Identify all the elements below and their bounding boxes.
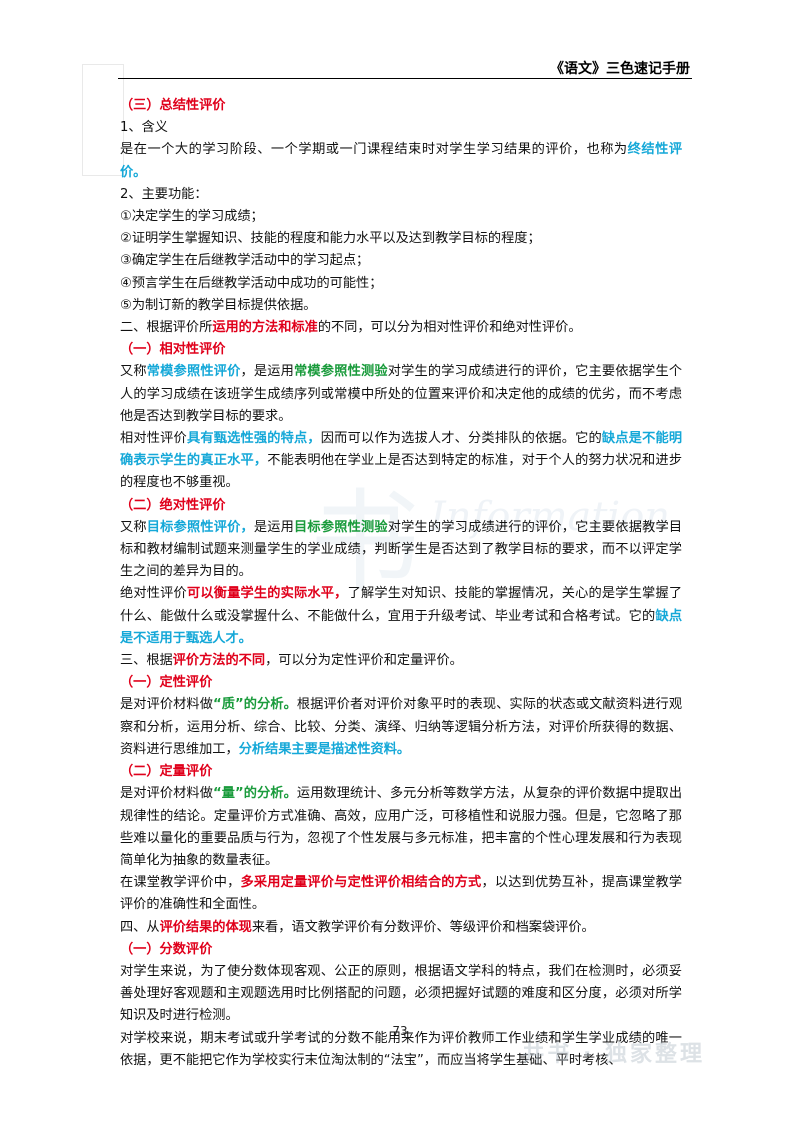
paragraph: 1、含义: [120, 120, 168, 136]
paragraph: 绝对性评价可以衡量学生的实际水平，了解学生对知识、技能的掌握情况，关心的是学生掌…: [120, 586, 683, 646]
paragraph: 对学校来说，期末考试或升学考试的分数不能用来作为评价教师工作业绩和学生学业成绩的…: [120, 1030, 682, 1068]
page-number: 73: [392, 1024, 408, 1038]
logo-watermark: [82, 64, 124, 176]
list-item: ④预言学生在后继教学活动中成功的可能性；: [120, 275, 383, 291]
paragraph: 对学生来说，为了使分数体现客观、公正的原则，根据语文学科的特点，我们在检测时，必…: [120, 963, 682, 1024]
paragraph: 是对评价材料做“质”的分析。根据评价者对评价对象平时的表现、实际的状态或文献资料…: [120, 697, 683, 757]
list-item: ①决定学生的学习成绩；: [120, 209, 264, 225]
section-heading: （三）总结性评价: [120, 98, 226, 113]
list-item: ②证明学生掌握知识、技能的程度和能力水平以及达到教学目标的程度；: [120, 231, 541, 247]
list-item: ③确定学生在后继教学活动中的学习起点；: [120, 253, 370, 269]
section-heading: 三、根据评价方法的不同，可以分为定性评价和定量评价。: [120, 653, 463, 669]
subsection-heading: （一）分数评价: [120, 941, 213, 957]
subsection-heading: （一）定性评价: [120, 675, 213, 691]
paragraph: 是对评价材料做“量”的分析。运用数理统计、多元分析等数学方法，从复杂的评价数据中…: [120, 786, 683, 868]
list-item: ⑤为制订新的教学目标提供依据。: [120, 297, 317, 313]
section-heading: 四、从评价结果的体现来看，语文教学评价有分数评价、等级评价和档案袋评价。: [120, 919, 595, 935]
paragraph: 是在一个大的学习阶段、一个学期或一门课程结束时对学生学习结果的评价，也称为终结性…: [120, 142, 683, 180]
paragraph: 2、主要功能：: [120, 186, 208, 202]
paragraph: 又称常模参照性评价，是运用常模参照性测验对学生的学习成绩进行的评价，它主要依据学…: [120, 364, 683, 424]
header-rule: [118, 78, 692, 79]
watermark-text: 井书 · 独家整理: [522, 1042, 705, 1067]
section-heading: 二、根据评价所运用的方法和标准的不同，可以分为相对性评价和绝对性评价。: [120, 320, 582, 336]
paragraph: 相对性评价具有甄选性强的特点，因而可以作为选拔人才、分类排队的依据。它的缺点是不…: [120, 431, 683, 491]
document-body: （三）总结性评价 1、含义 是在一个大的学习阶段、一个学期或一门课程结束时对学生…: [120, 95, 682, 1072]
subsection-heading: （二）绝对性评价: [120, 497, 226, 513]
subsection-heading: （一）相对性评价: [120, 342, 226, 358]
page-header: 《语文》三色速记手册: [0, 0, 800, 176]
subsection-heading: （二）定量评价: [120, 764, 213, 780]
paragraph: 又称目标参照性评价，是运用目标参照性测验对学生的学习成绩进行的评价，它主要依据教…: [120, 519, 683, 580]
paragraph: 在课堂教学评价中，多采用定量评价与定性评价相结合的方式，以达到优势互补，提高课堂…: [120, 875, 683, 913]
header-title: 《语文》三色速记手册: [550, 61, 690, 77]
